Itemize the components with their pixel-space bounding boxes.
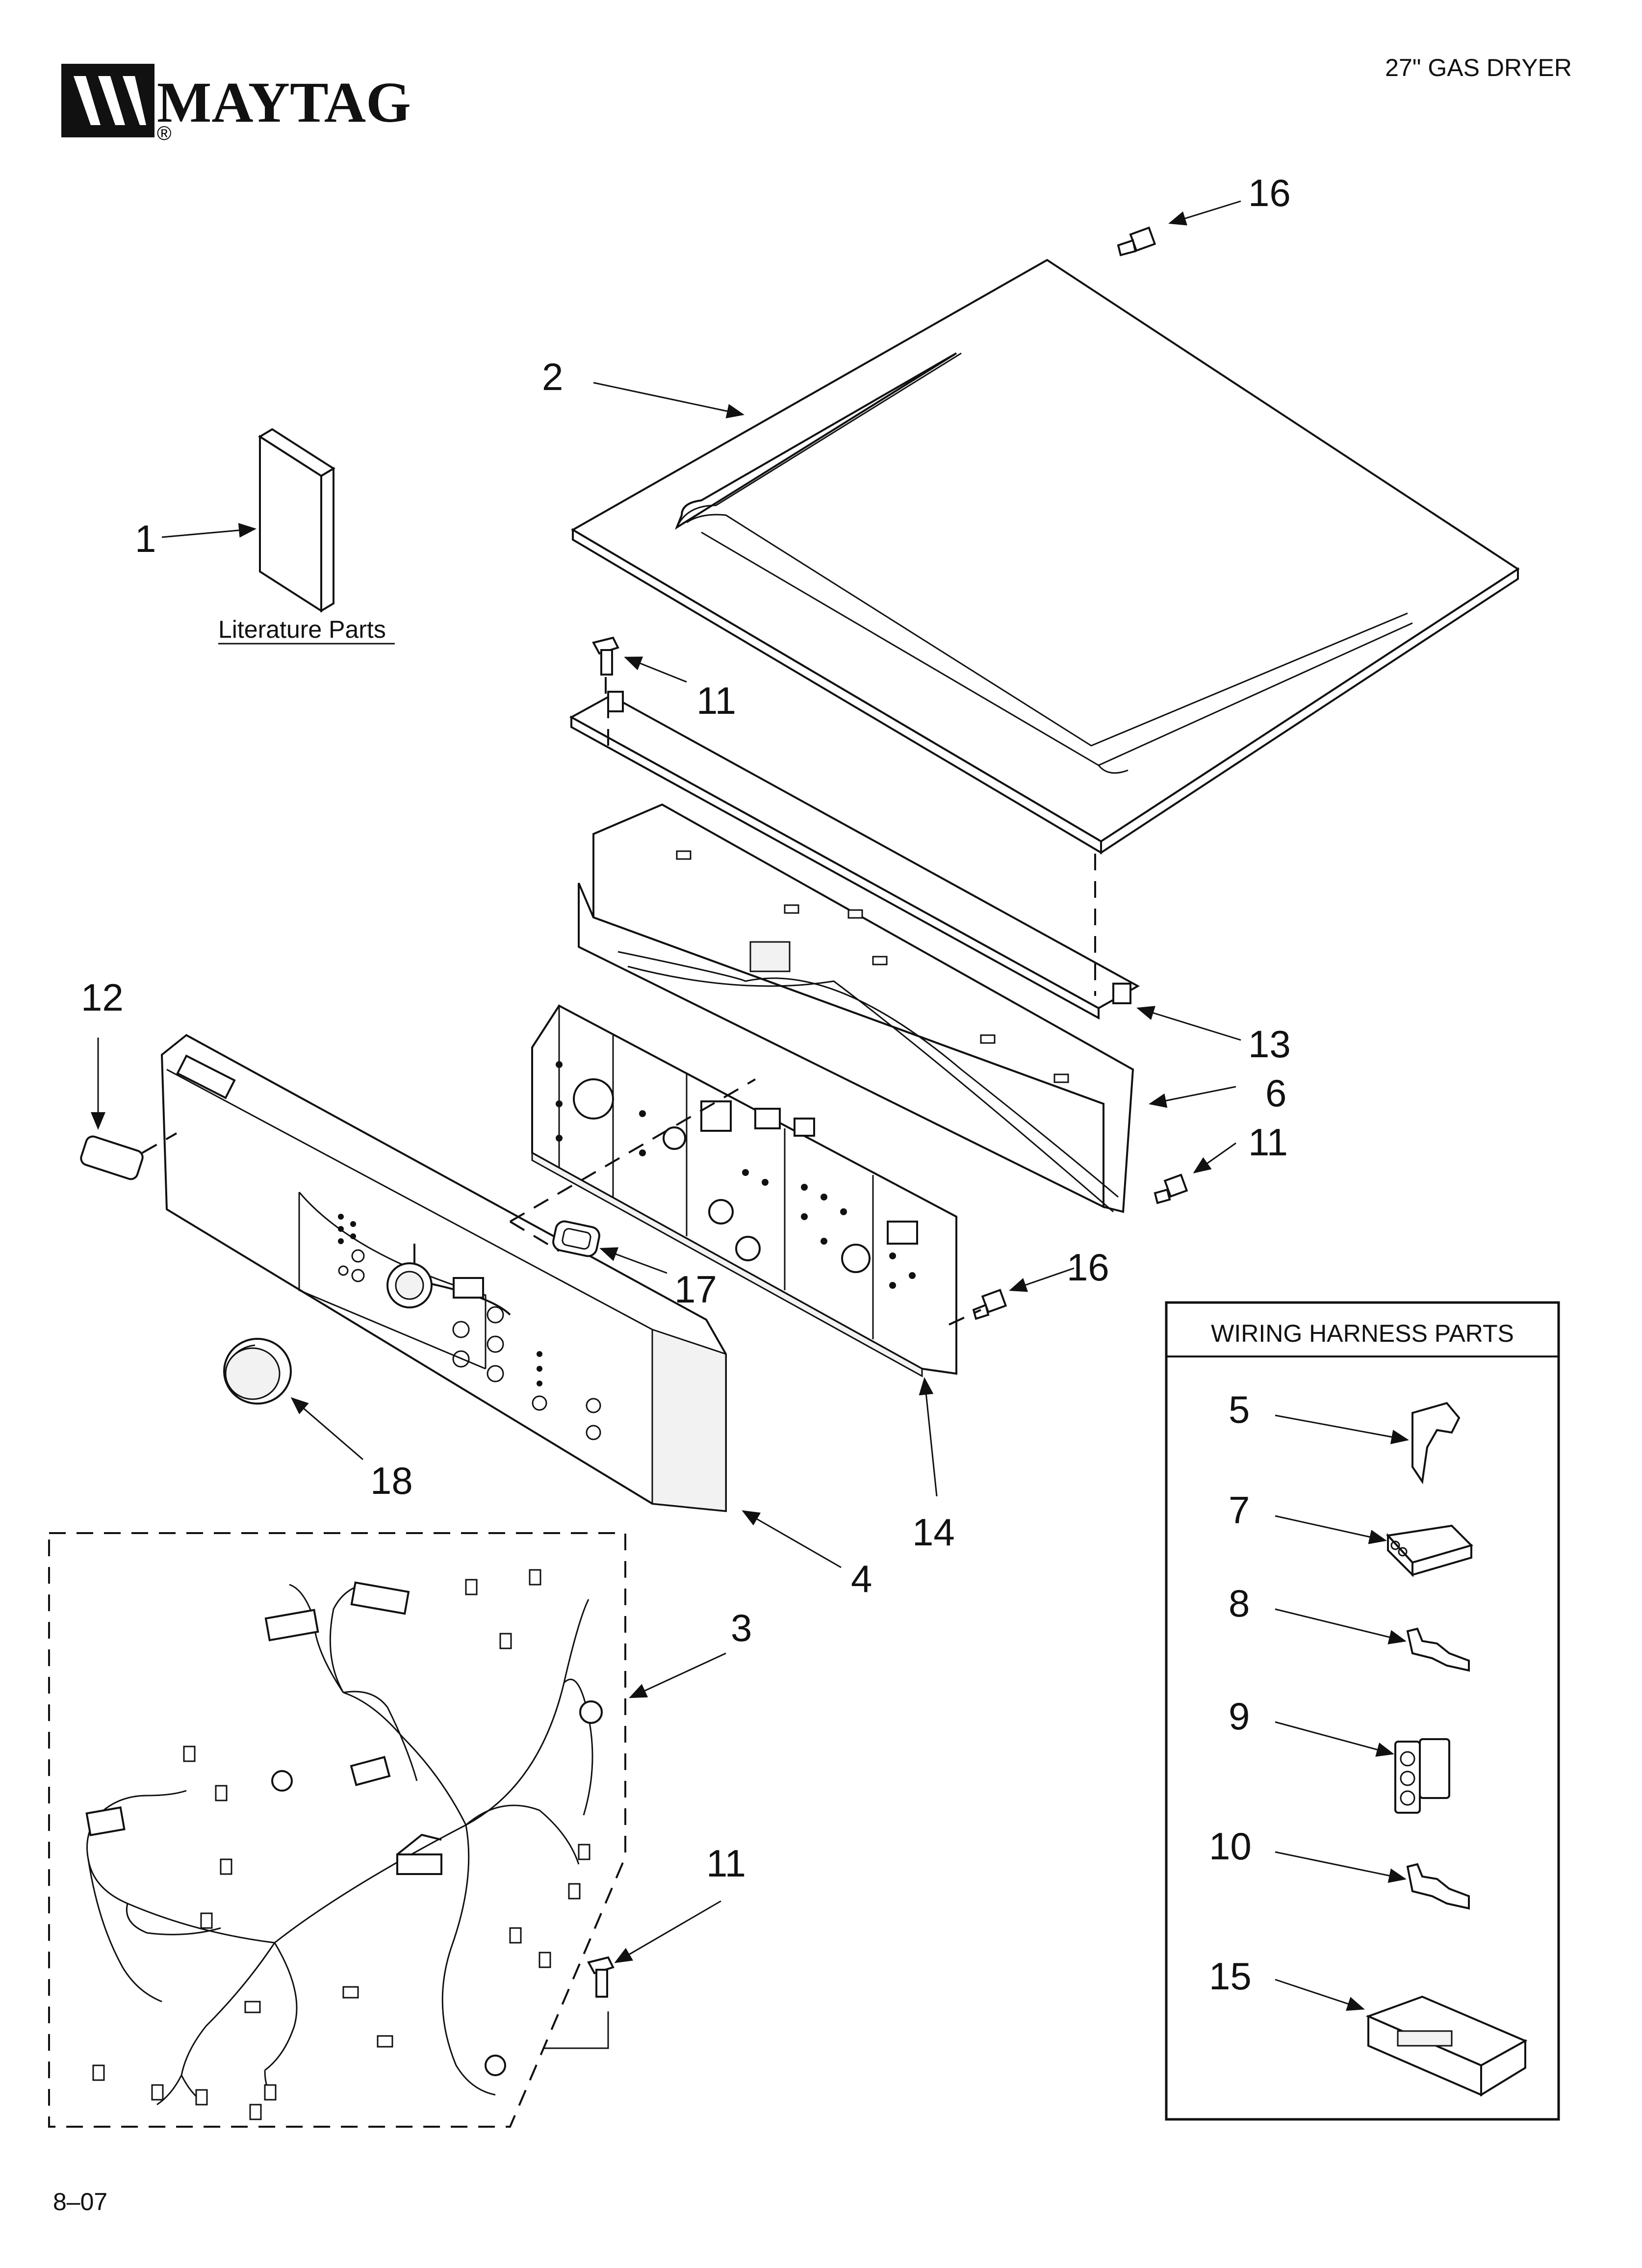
callout-8: 8	[1229, 1582, 1250, 1625]
callout-11-top: 11	[696, 679, 736, 722]
wire-harness-dashed-boundary	[48, 1532, 626, 2128]
assembly-line-screw16	[949, 1309, 981, 1326]
brand-name: MAYTAG	[157, 70, 411, 134]
assembly-line-badge	[142, 1132, 177, 1154]
callout-16-top: 16	[1248, 171, 1291, 214]
callout-arrows	[91, 200, 1409, 2049]
harness-part-10	[1406, 1863, 1470, 1910]
callout-11-bottom: 11	[706, 1842, 746, 1885]
maytag-logo: MAYTAG ®	[61, 64, 411, 144]
harness-part-5	[1411, 1402, 1461, 1485]
callout-5: 5	[1229, 1388, 1250, 1431]
callout-17: 17	[674, 1268, 717, 1311]
top-panel-part	[571, 259, 1520, 855]
screw-part-16-right	[972, 1288, 1007, 1320]
callout-10: 10	[1209, 1825, 1252, 1868]
console-frame-part	[578, 803, 1134, 1213]
callout-11-right: 11	[1248, 1121, 1288, 1164]
callout-7: 7	[1229, 1488, 1250, 1532]
bracket-bar-part	[569, 691, 1140, 1020]
registered-mark: ®	[157, 123, 171, 144]
callout-18: 18	[370, 1459, 413, 1502]
literature-label: Literature Parts	[218, 616, 386, 643]
literature-book-part	[258, 428, 335, 613]
callout-15: 15	[1209, 1955, 1252, 1998]
footer-code: 8–07	[53, 2188, 107, 2216]
console-panel-part	[160, 1034, 727, 1512]
screw-part-11-right	[1154, 1173, 1188, 1204]
callout-9: 9	[1229, 1694, 1250, 1738]
grommet-part-17	[552, 1220, 600, 1257]
knob-part-18	[223, 1338, 292, 1405]
harness-part-15	[1365, 1995, 1528, 2097]
callout-1: 1	[135, 517, 156, 560]
badge-part-12	[80, 1135, 144, 1180]
callout-3: 3	[731, 1606, 752, 1649]
callout-2: 2	[542, 355, 563, 398]
callout-4: 4	[851, 1557, 872, 1600]
screw-part-16-top	[1117, 226, 1156, 257]
control-board-part	[531, 1004, 957, 1378]
wiring-harness-box	[1165, 1301, 1560, 2121]
callout-13: 13	[1248, 1022, 1291, 1066]
callout-12: 12	[81, 976, 124, 1019]
wire-harness-part	[86, 1584, 593, 2106]
assembly-line-board	[509, 1078, 756, 1223]
screw-part-11-bottom	[587, 1956, 615, 1998]
callout-16-right: 16	[1067, 1246, 1109, 1289]
screw-part-11-top	[592, 636, 619, 676]
callout-6: 6	[1265, 1071, 1286, 1115]
model-title: 27" GAS DRYER	[1385, 54, 1572, 81]
harness-part-8	[1406, 1627, 1470, 1672]
callout-14: 14	[912, 1511, 955, 1554]
assembly-line-grommet	[509, 1221, 560, 1252]
harness-part-7	[1386, 1524, 1473, 1577]
harness-part-9	[1394, 1738, 1450, 1814]
wiring-harness-title: WIRING HARNESS PARTS	[1211, 1320, 1514, 1347]
wire-harness-connectors	[85, 1569, 603, 2120]
